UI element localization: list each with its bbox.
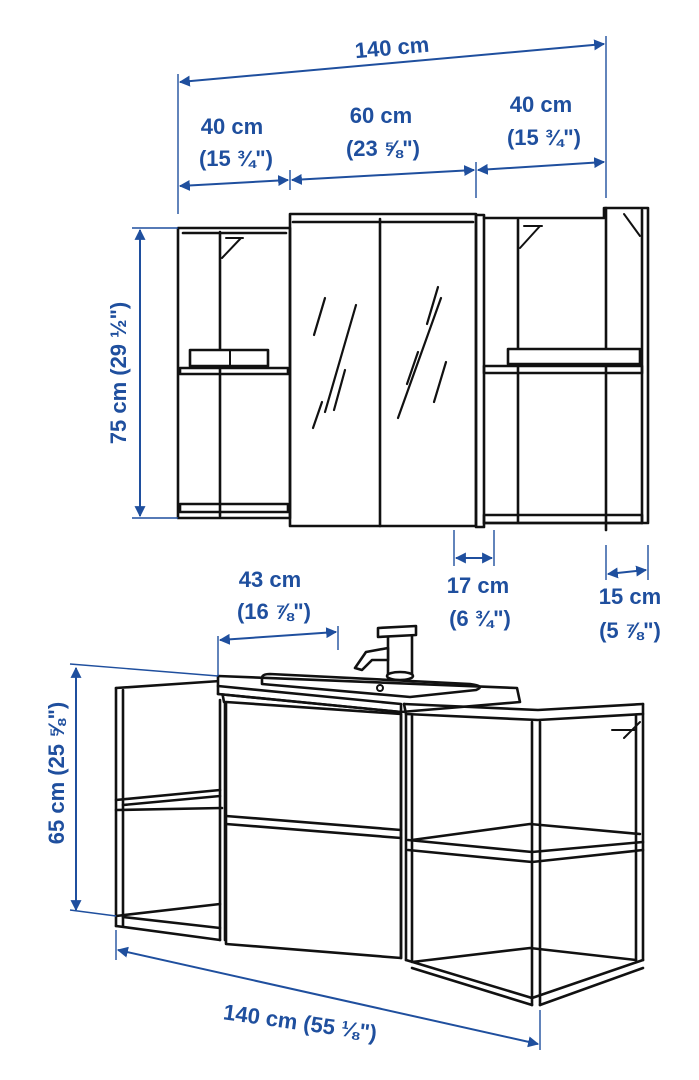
wall-left-width-imperial: (15 ¾") [199,146,273,171]
cabinet-depth-metric: 17 cm [447,573,509,598]
shelf-depth-imperial: (5 ⅞") [599,618,661,643]
mirror-reflection-left [311,296,358,430]
base-total-width-label: 140 cm (55 ⅛") [222,999,379,1045]
base-right-open-shelf [402,702,645,1007]
base-total-width-line [116,946,540,1048]
wall-center-width-metric: 60 cm [350,103,412,128]
cabinet-depth-imperial: (6 ¾") [449,606,511,631]
basin-width-metric: 43 cm [239,567,301,592]
wall-mirror-cabinet [288,212,478,528]
wall-unit-dimensions: 140 cm 40 cm (15 ¾") 60 cm (23 ⅝") 40 cm… [106,32,661,643]
base-height-label: 65 cm (25 ⅝") [44,702,69,845]
wall-right-open-shelf [474,206,650,532]
basin-width-line [218,627,338,645]
wall-left-open-shelf [176,226,292,520]
wall-unit [176,206,650,532]
basin-width-imperial: (16 ⅞") [237,599,311,624]
wall-right-width-imperial: (15 ¾") [507,125,581,150]
shelf-depth-metric: 15 cm [599,584,661,609]
wall-right-width-line [476,157,606,175]
wall-center-width-imperial: (23 ⅝") [346,136,420,161]
wall-center-width-line [290,165,476,185]
base-left-open-shelf [114,679,227,942]
faucet [353,624,418,682]
wall-total-width-line [178,39,606,87]
mirror-reflection-right [396,285,448,420]
wall-height-label: 75 cm (29 ½") [106,302,131,445]
wall-left-width-line [178,175,290,191]
wall-right-width-metric: 40 cm [510,92,572,117]
wall-total-width-label: 140 cm [354,32,431,63]
wall-left-width-metric: 40 cm [201,114,263,139]
base-unit [114,624,645,1007]
drawer-cabinet [224,700,403,960]
washbasin [216,672,522,714]
shelf-depth-line [606,565,648,579]
